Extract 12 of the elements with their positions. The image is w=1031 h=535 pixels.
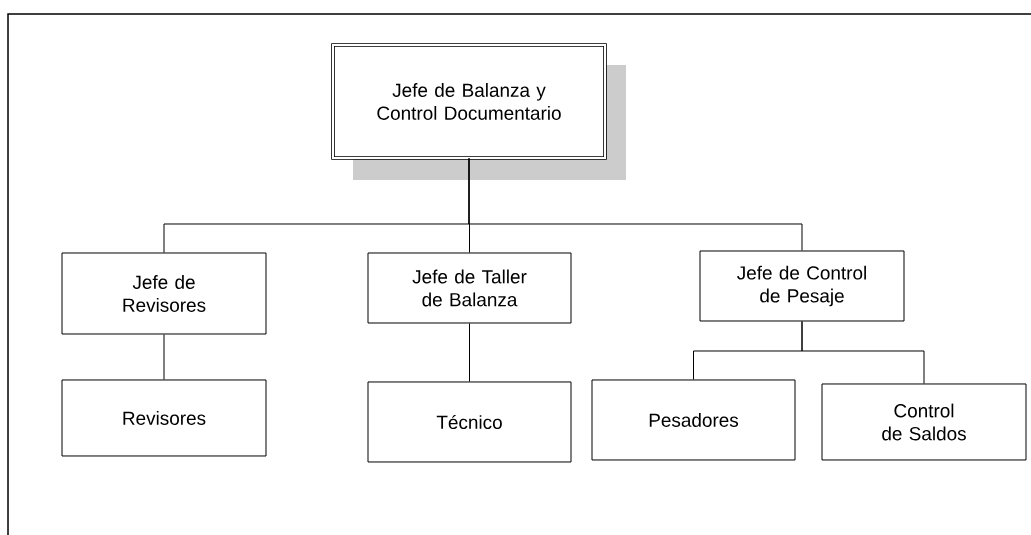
connector <box>469 323 470 382</box>
title-box: Jefe de Balanza y Control Documentario <box>331 43 626 180</box>
org-box: Jefe de Revisores <box>61 252 267 335</box>
org-box: Revisores <box>61 379 267 457</box>
connector <box>163 334 165 380</box>
org-box: Control de Saldos <box>821 383 1027 461</box>
org-box: Pesadores <box>591 379 796 461</box>
connector <box>468 157 803 251</box>
org-box: Técnico <box>367 381 572 463</box>
org-box: Jefe de Taller de Balanza <box>367 252 572 324</box>
org-box: Jefe de Control de Pesaje <box>699 250 905 322</box>
connector <box>801 321 925 384</box>
